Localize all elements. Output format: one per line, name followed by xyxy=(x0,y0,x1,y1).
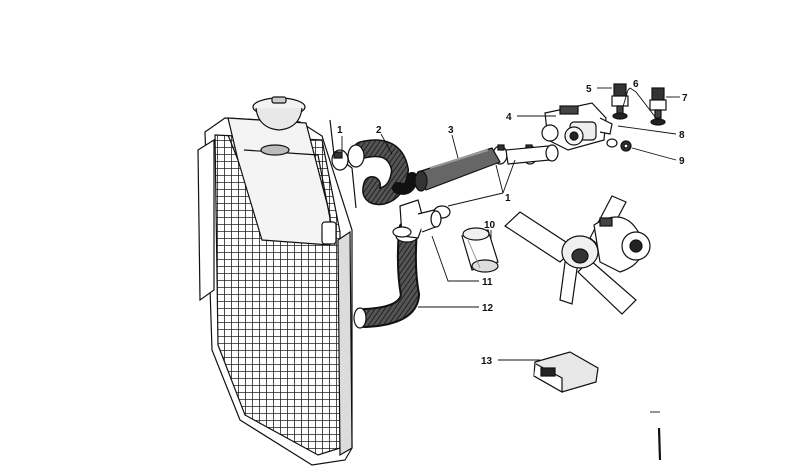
callout-5-sensor: 5 xyxy=(586,84,592,95)
callout-8-washer: 8 xyxy=(679,130,685,141)
leader-lines xyxy=(341,87,680,361)
sealing-washers xyxy=(606,138,632,152)
lower-hose xyxy=(353,220,421,329)
connecting-pipe xyxy=(505,144,559,165)
callout-1-clamp: 1 xyxy=(337,125,343,136)
callout-2-upper-hose: 2 xyxy=(376,125,382,136)
short-hose xyxy=(461,227,499,273)
callout-13-control-unit: 13 xyxy=(481,356,493,367)
callout-6-washer: 6 xyxy=(633,79,639,90)
callout-12-lower-hose: 12 xyxy=(482,303,494,314)
callout-1-clamps: 1 xyxy=(505,193,511,204)
detail-marks xyxy=(650,411,662,461)
callout-10-short-hose: 10 xyxy=(484,220,496,231)
callout-11-elbow: 11 xyxy=(482,277,493,288)
temperature-sensor xyxy=(611,83,629,120)
control-unit xyxy=(533,351,599,394)
water-pump-fan xyxy=(504,195,651,315)
callout-4-thermostat-housing: 4 xyxy=(506,112,512,123)
hose-elbow xyxy=(392,199,442,239)
radiator xyxy=(197,117,357,466)
callout-9-plug: 9 xyxy=(679,156,685,167)
temperature-switch xyxy=(649,87,667,126)
callout-3-long-hose: 3 xyxy=(448,125,454,136)
upper-hose xyxy=(347,139,418,206)
thermostat-housing xyxy=(541,102,613,151)
callout-labels: 1 2 3 1 4 5 6 7 8 9 10 11 12 13 xyxy=(337,79,688,367)
callout-7-switch: 7 xyxy=(682,93,688,104)
long-hose xyxy=(414,147,501,192)
filler-cap xyxy=(252,96,306,156)
